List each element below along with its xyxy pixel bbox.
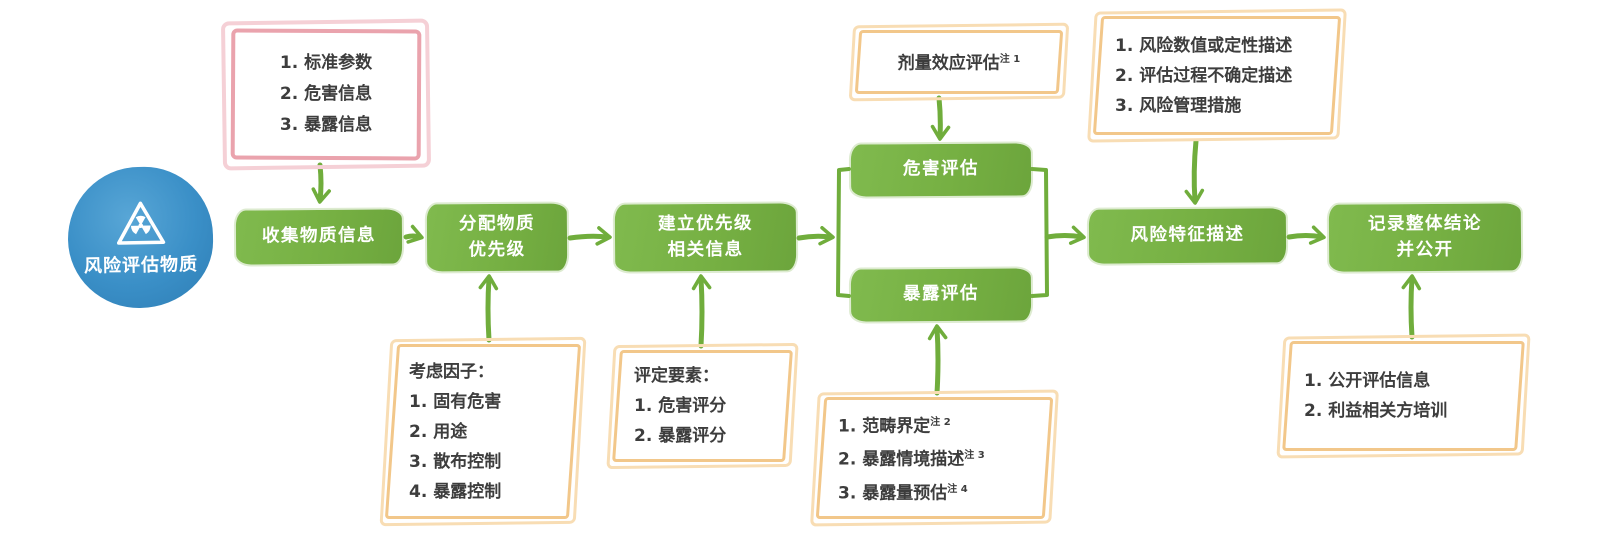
note-title: 考虑因子： [409, 361, 494, 382]
inputs-list: 1. 标准参数 2. 危害信息 3. 暴露信息 [280, 48, 372, 141]
step-label: 记录整体结论 并公开 [1367, 213, 1482, 260]
list-item: 1. 危害评分 [634, 396, 727, 416]
note-list: 1. 危害评分 2. 暴露评分 [634, 391, 726, 451]
arrow-dose-to-hazard [930, 95, 951, 141]
radiation-icon [116, 201, 165, 245]
note-superscript: 注 3 [964, 450, 985, 462]
step-label: 风险特征描述 [1130, 224, 1245, 246]
start-node: 风险评估物质 [66, 165, 215, 310]
list-item: 1. 范畴界定注 2 [838, 416, 951, 437]
note-list: 1. 公开评估信息 2. 利益相关方培训 [1304, 366, 1447, 426]
list-item: 1. 风险数值或定性描述 [1115, 35, 1293, 56]
arrow-riskoutput-to-characterize [1184, 138, 1205, 205]
list-item: 2. 危害信息 [279, 84, 373, 104]
arrow-assign-to-establish [567, 226, 612, 246]
step-label: 暴露评估 [902, 284, 980, 305]
list-item: 2. 用途 [409, 421, 468, 442]
list-item: 2. 评估过程不确定描述 [1115, 65, 1293, 86]
list-item: 3. 暴露量预估注 4 [838, 483, 968, 504]
list-item: 2. 暴露情境描述注 3 [838, 449, 985, 470]
note-text: 剂量效应评估注 1 [897, 53, 1021, 74]
list-item: 1. 标准参数 [279, 53, 373, 73]
note-list: 1. 风险数值或定性描述 2. 评估过程不确定描述 3. 风险管理措施 [1115, 31, 1292, 121]
arrow-factors-to-assign [478, 274, 499, 343]
step-hazard-assessment: 危害评估 [850, 143, 1032, 197]
risk-output-note: 1. 风险数值或定性描述 2. 评估过程不确定描述 3. 风险管理措施 [1097, 16, 1337, 135]
step-exposure-assessment: 暴露评估 [850, 268, 1032, 322]
arrow-publish-to-record [1401, 274, 1422, 340]
step-risk-characterization: 风险特征描述 [1088, 208, 1287, 264]
list-item: 3. 风险管理措施 [1115, 95, 1242, 116]
list-item: 3. 散布控制 [409, 451, 502, 472]
list-item: 4. 暴露控制 [409, 481, 502, 502]
step-label: 分配物质 优先级 [458, 213, 535, 260]
note-list: 1. 范畴界定注 2 2. 暴露情境描述注 3 3. 暴露量预估注 4 [838, 408, 985, 509]
start-label: 风险评估物质 [83, 254, 199, 277]
publish-note: 1. 公开评估信息 2. 利益相关方培训 [1286, 341, 1521, 451]
list-item: 1. 固有危害 [409, 391, 502, 412]
list-item: 2. 利益相关方培训 [1304, 401, 1448, 421]
list-item: 3. 暴露信息 [279, 115, 373, 135]
list-item: 1. 公开评估信息 [1304, 371, 1431, 391]
note-superscript: 注 1 [999, 54, 1021, 66]
step-label: 危害评估 [902, 159, 980, 180]
inputs-note: 1. 标准参数 2. 危害信息 3. 暴露信息 [231, 29, 421, 160]
arrow-merge-to-characterize [1044, 225, 1086, 245]
note-superscript: 注 4 [947, 483, 968, 495]
step-collect-info: 收集物质信息 [235, 209, 403, 265]
arrow-exposurenotes-to-exposure [927, 324, 948, 396]
step-establish-priority-info: 建立优先级 相关信息 [614, 203, 797, 272]
step-label: 收集物质信息 [261, 225, 377, 247]
step-label: 建立优先级 相关信息 [657, 213, 753, 260]
dose-response-note: 剂量效应评估注 1 [857, 30, 1061, 94]
list-item: 2. 暴露评分 [634, 426, 727, 446]
rating-criteria-note: 评定要素： 1. 危害评分 2. 暴露评分 [616, 350, 789, 462]
merge-bracket-right [1030, 167, 1049, 298]
arrow-collect-to-assign [403, 224, 424, 244]
note-title: 评定要素： [634, 366, 719, 386]
note-list: 1. 固有危害 2. 用途 3. 散布控制 4. 暴露控制 [409, 387, 501, 507]
consideration-factors-note: 考虑因子： 1. 固有危害 2. 用途 3. 散布控制 4. 暴露控制 [391, 344, 575, 519]
step-record-conclusion: 记录整体结论 并公开 [1328, 203, 1522, 272]
exposure-steps-note: 1. 范畴界定注 2 2. 暴露情境描述注 3 3. 暴露量预估注 4 [820, 397, 1049, 519]
arrow-characterize-to-record [1286, 225, 1326, 245]
arrow-inputs-to-collect [311, 162, 331, 204]
arrow-criteria-to-establish [691, 274, 712, 349]
step-assign-priority: 分配物质 优先级 [426, 203, 568, 272]
note-superscript: 注 2 [930, 416, 951, 428]
split-bracket-left [836, 167, 851, 298]
arrow-establish-to-split [796, 226, 835, 246]
